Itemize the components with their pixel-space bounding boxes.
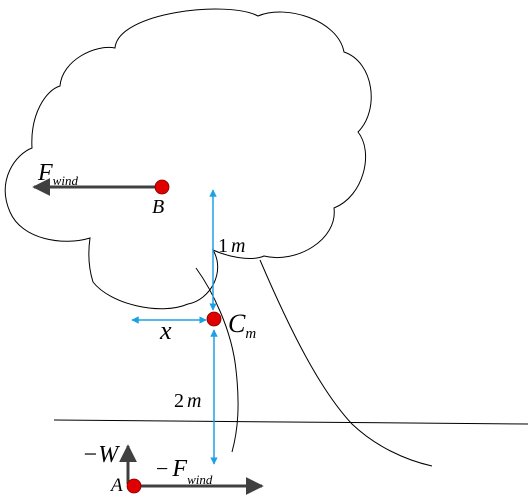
tree-canopy — [4, 8, 372, 310]
reaction-force-label: −Fwind — [156, 456, 213, 487]
weight-label: −W — [82, 442, 120, 468]
point-cm — [206, 311, 222, 327]
point-a — [126, 478, 142, 494]
ground-line — [53, 419, 528, 425]
point-a-label: A — [109, 475, 123, 496]
wind-force-label: Fwind — [37, 160, 78, 188]
point-b — [154, 179, 170, 195]
trunk-right-edge — [259, 259, 433, 467]
trunk-left-edge — [195, 267, 239, 453]
dimension-x-label: x — [159, 316, 172, 345]
point-b-label: B — [152, 196, 164, 218]
point-cm-label: Cm — [228, 309, 256, 342]
